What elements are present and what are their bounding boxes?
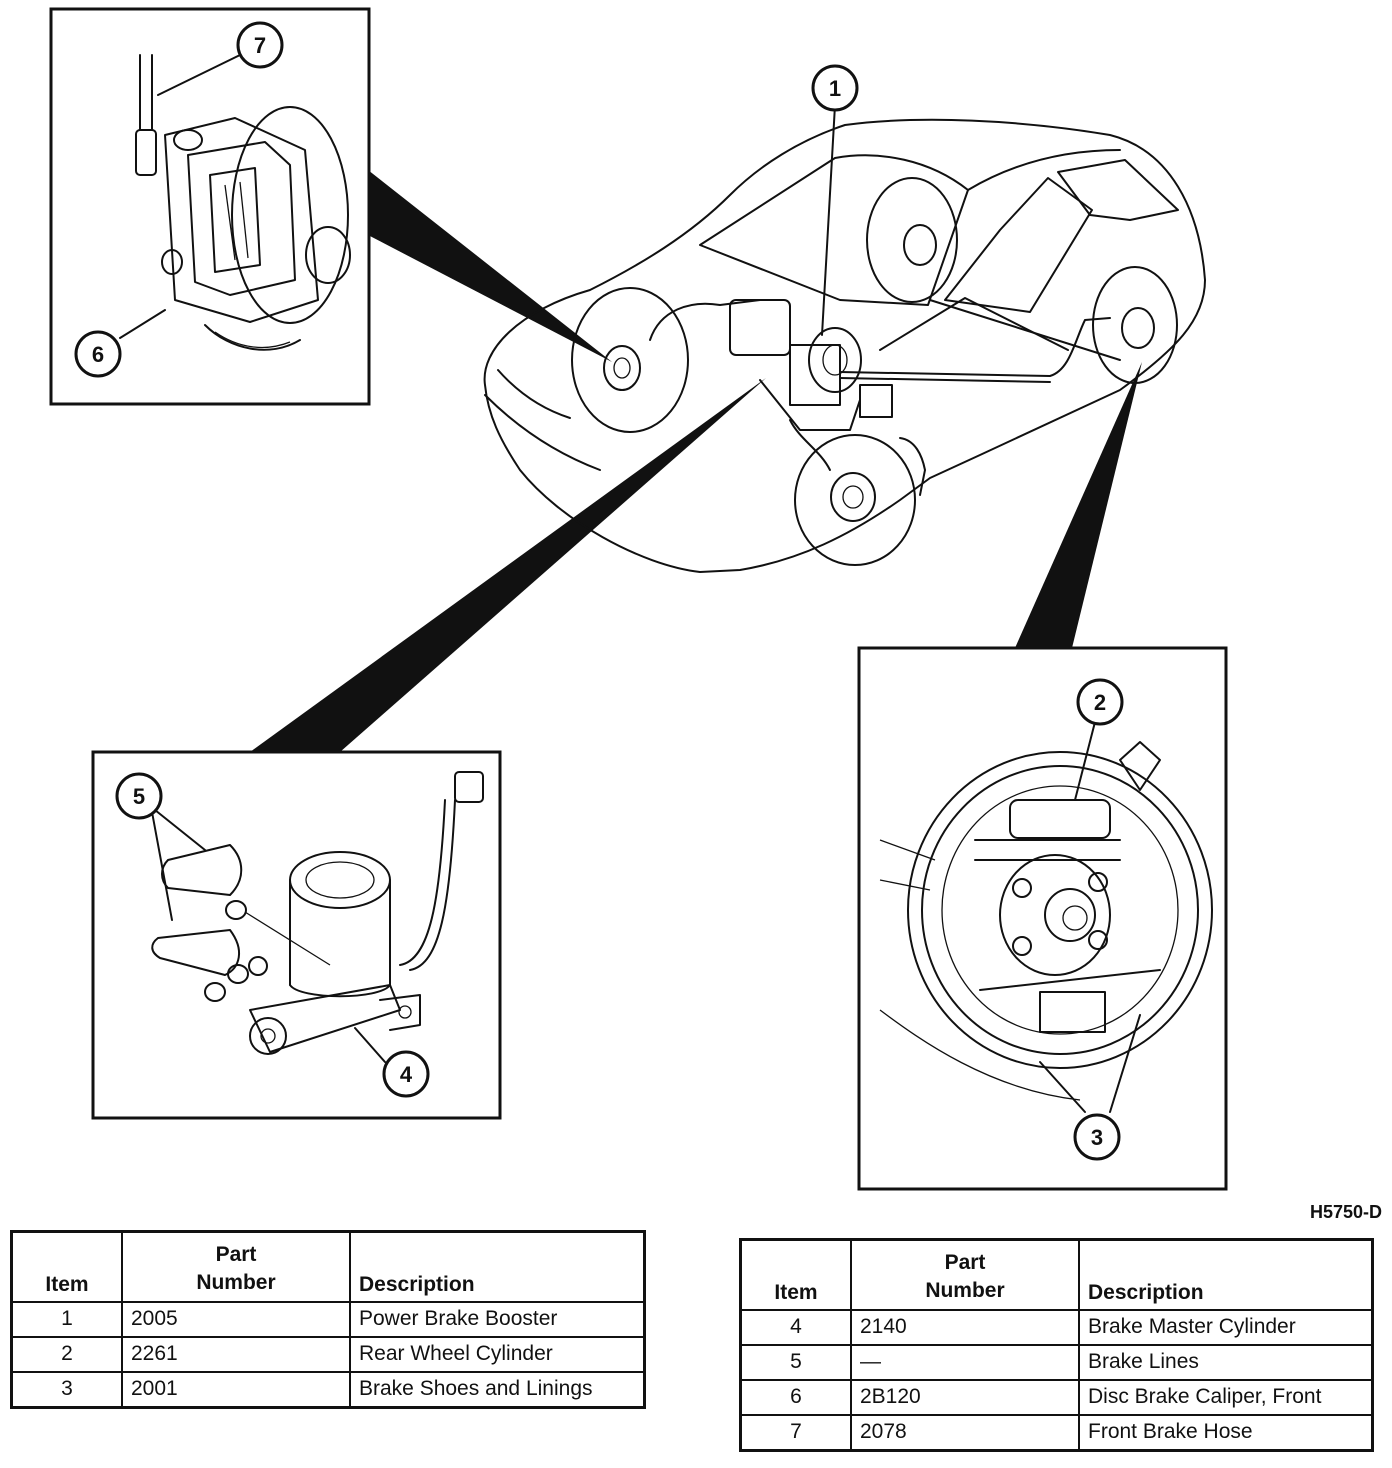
leader-cone-caliper xyxy=(368,170,612,362)
drum-brake-detail-box xyxy=(857,646,1228,1191)
cell-description: Brake Lines xyxy=(1078,1343,1374,1381)
svg-text:3: 3 xyxy=(1091,1125,1103,1150)
callout-6: 6 xyxy=(74,330,122,378)
callout-3: 3 xyxy=(1073,1113,1121,1161)
cell-description: Rear Wheel Cylinder xyxy=(349,1335,646,1373)
svg-text:6: 6 xyxy=(92,342,104,367)
callout-2: 2 xyxy=(1076,678,1124,726)
drum-brake-illustration xyxy=(879,741,1213,1101)
callout-1: 1 xyxy=(811,64,859,112)
header-part-line1: Part xyxy=(944,1250,986,1274)
cell-description: Disc Brake Caliper, Front xyxy=(1078,1378,1374,1416)
table-row: 7 2078 Front Brake Hose xyxy=(739,1413,1374,1451)
caliper-illustration xyxy=(135,54,351,351)
header-item: Item xyxy=(10,1230,123,1303)
cell-item: 1 xyxy=(10,1300,123,1338)
cell-part-number: 2140 xyxy=(850,1308,1080,1346)
cell-part-number: 2B120 xyxy=(850,1378,1080,1416)
svg-text:4: 4 xyxy=(400,1062,413,1087)
cell-part-number: 2005 xyxy=(121,1300,351,1338)
svg-text:7: 7 xyxy=(254,33,266,58)
svg-text:5: 5 xyxy=(133,784,145,809)
header-description: Description xyxy=(349,1230,646,1303)
cell-part-number: — xyxy=(850,1343,1080,1381)
cell-item: 4 xyxy=(739,1308,852,1346)
master-cylinder-detail-box xyxy=(91,750,502,1120)
header-part-number: Part Number xyxy=(850,1238,1080,1311)
cell-description: Brake Shoes and Linings xyxy=(349,1370,646,1408)
cell-description: Power Brake Booster xyxy=(349,1300,646,1338)
svg-text:2: 2 xyxy=(1094,690,1106,715)
header-part-line2: Number xyxy=(925,1278,1005,1302)
parts-table-left: Item Part Number Description 1 2005 Powe… xyxy=(10,1230,646,1409)
cell-item: 5 xyxy=(739,1343,852,1381)
callout-leaders xyxy=(119,54,1141,1113)
cell-part-number: 2078 xyxy=(850,1413,1080,1451)
header-part-line1: Part xyxy=(215,1242,257,1266)
cell-item: 7 xyxy=(739,1413,852,1451)
table-row: 5 — Brake Lines xyxy=(739,1343,1374,1381)
car-illustration xyxy=(483,118,1206,573)
cell-part-number: 2261 xyxy=(121,1335,351,1373)
table-row: 4 2140 Brake Master Cylinder xyxy=(739,1308,1374,1346)
master-cylinder-illustration xyxy=(151,771,484,1055)
cell-item: 6 xyxy=(739,1378,852,1416)
header-description: Description xyxy=(1078,1238,1374,1311)
leader-cone-master-cylinder xyxy=(250,378,766,752)
cell-part-number: 2001 xyxy=(121,1370,351,1408)
cell-description: Brake Master Cylinder xyxy=(1078,1308,1374,1346)
cell-description: Front Brake Hose xyxy=(1078,1413,1374,1451)
parts-table-right: Item Part Number Description 4 2140 Brak… xyxy=(739,1238,1374,1452)
leader-cone-drum xyxy=(1015,362,1142,648)
callout-5: 5 xyxy=(115,772,163,820)
table-row: 6 2B120 Disc Brake Caliper, Front xyxy=(739,1378,1374,1416)
figure-code: H5750-D xyxy=(1310,1202,1382,1222)
table-row: 3 2001 Brake Shoes and Linings xyxy=(10,1370,646,1408)
callout-7: 7 xyxy=(236,21,284,69)
header-item: Item xyxy=(739,1238,852,1311)
cell-item: 3 xyxy=(10,1370,123,1408)
header-part-number: Part Number xyxy=(121,1230,351,1303)
table-row: 1 2005 Power Brake Booster xyxy=(10,1300,646,1338)
svg-text:1: 1 xyxy=(829,76,841,101)
table-row: 2 2261 Rear Wheel Cylinder xyxy=(10,1335,646,1373)
cell-item: 2 xyxy=(10,1335,123,1373)
callout-4: 4 xyxy=(382,1050,430,1098)
header-part-line2: Number xyxy=(196,1270,276,1294)
